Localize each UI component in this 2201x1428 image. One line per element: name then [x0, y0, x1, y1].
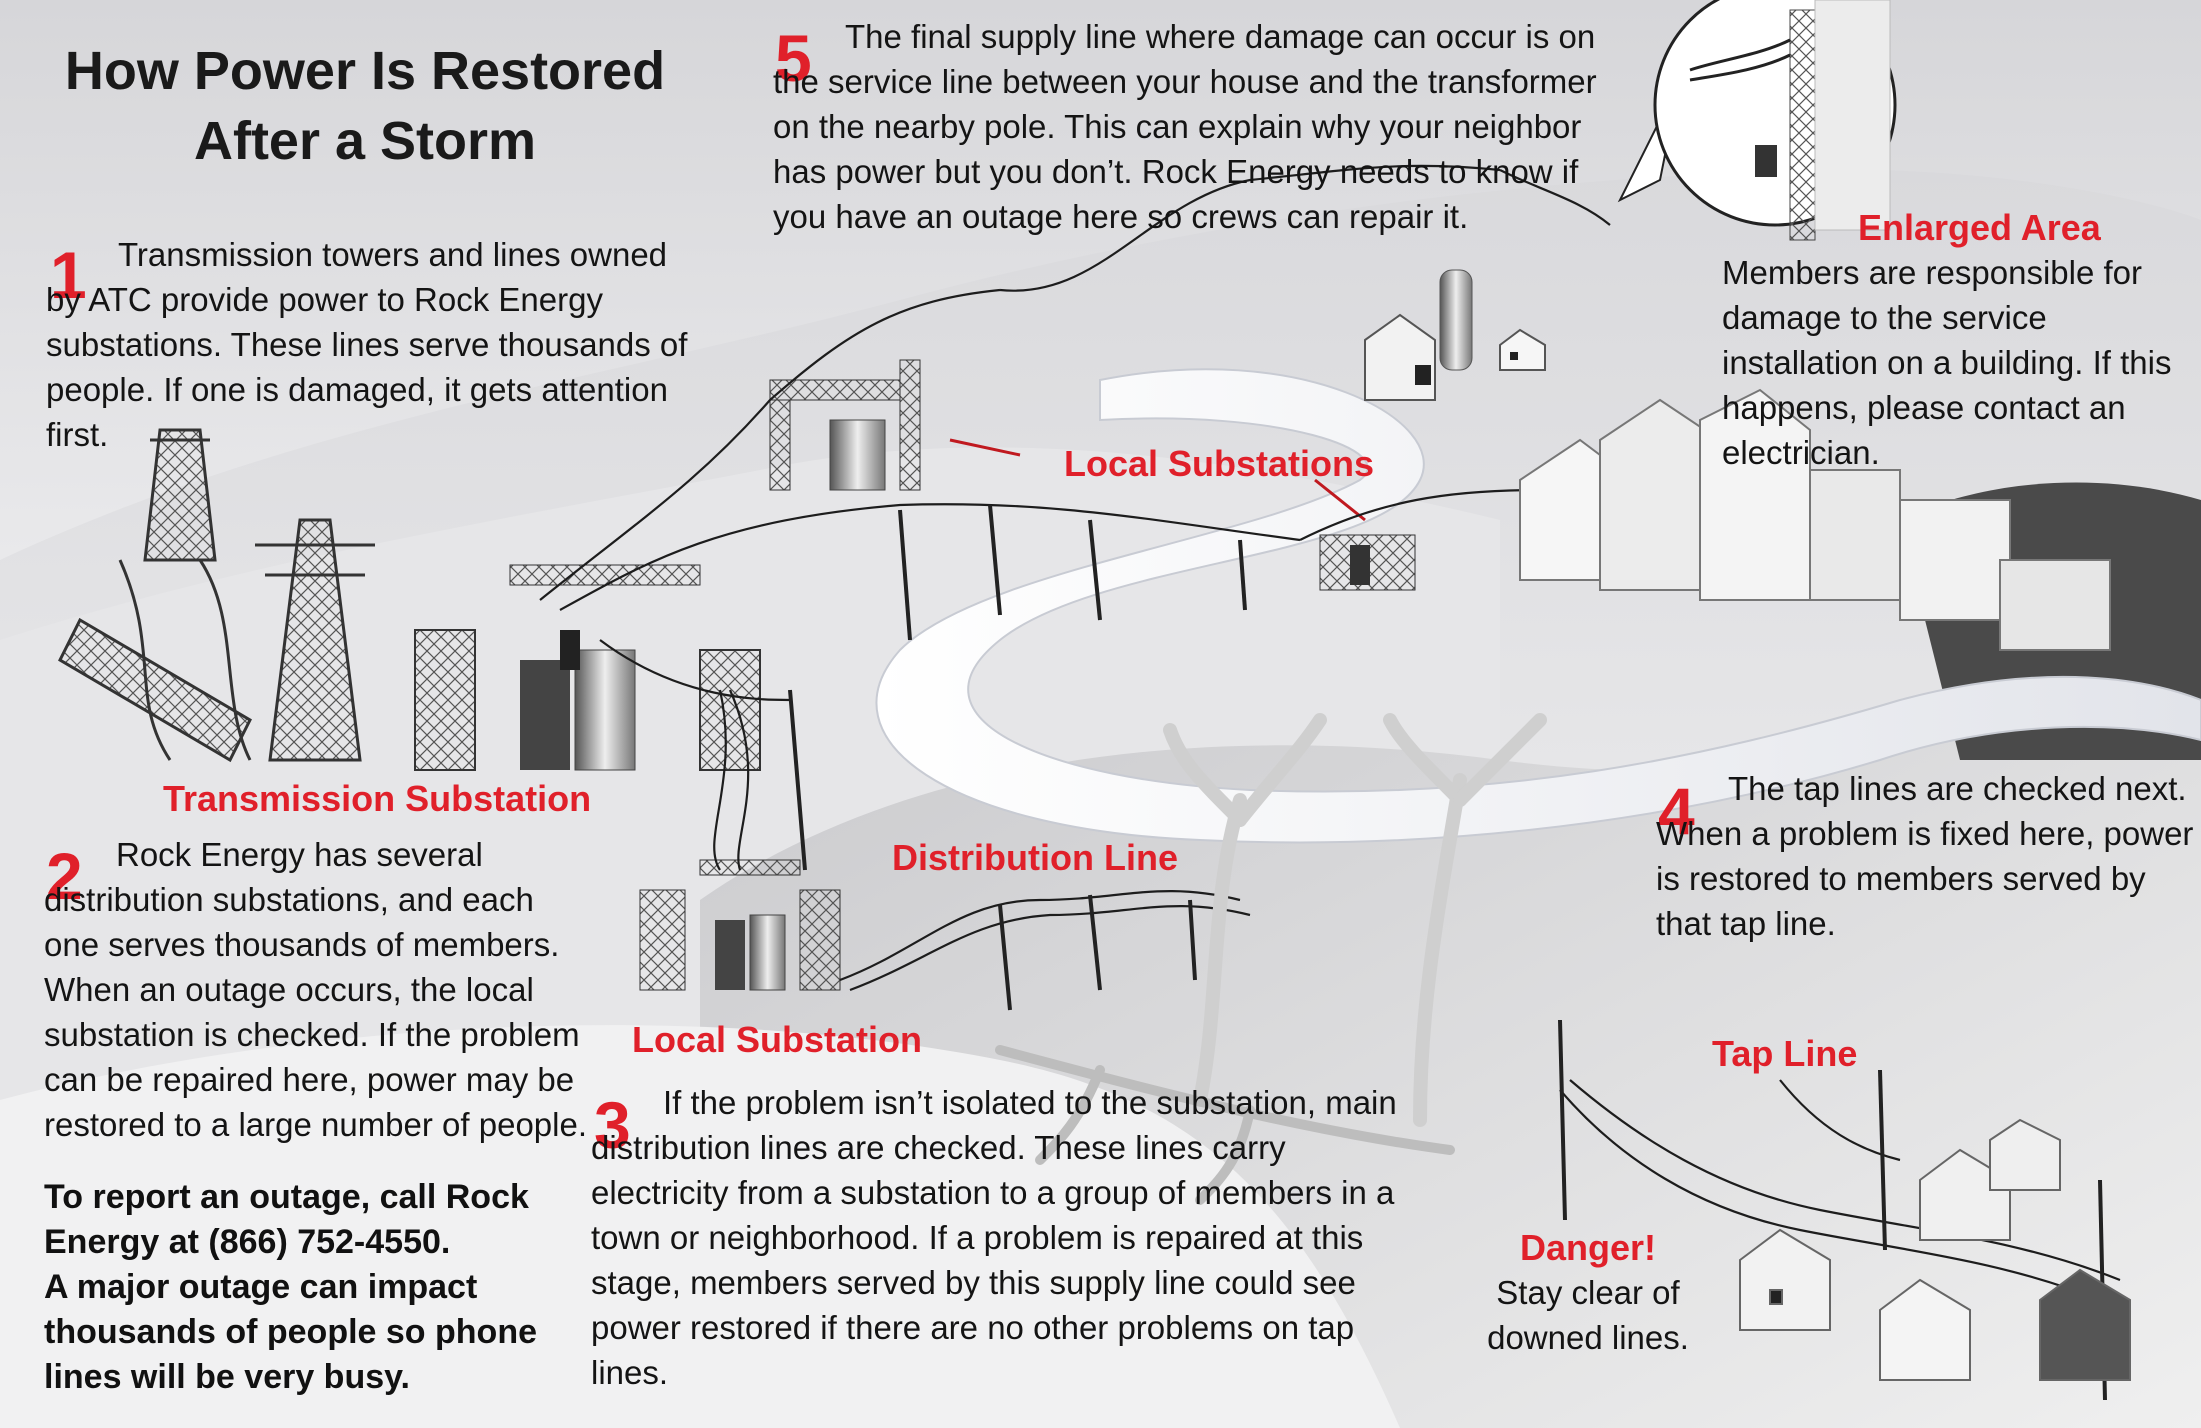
report-outage-note: To report an outage, call Rock Energy at…	[44, 1175, 604, 1400]
step-2-text: Rock Energy has several distribution sub…	[44, 836, 588, 1143]
label-local-substations: Local Substations	[1064, 443, 1375, 484]
label-tap-line: Tap Line	[1712, 1033, 1858, 1074]
step-2-number: 2	[46, 839, 83, 913]
transmission-substation-graphic	[414, 564, 761, 771]
label-danger: Danger!	[1519, 1227, 1657, 1268]
farm-buildings	[1364, 269, 1546, 401]
report-line-1: To report an outage, call Rock Energy at…	[44, 1178, 529, 1261]
page-title: How Power Is Restored After a Storm	[40, 36, 690, 176]
local-substation-bottom-graphic	[639, 859, 841, 991]
label-transmission-substation: Transmission Substation	[163, 778, 592, 819]
bare-trees	[1163, 713, 1547, 1127]
step-4-text: The tap lines are checked next. When a p…	[1656, 770, 2194, 942]
label-distribution-line: Distribution Line	[892, 837, 1178, 878]
road	[875, 368, 2201, 844]
page-title-line2: After a Storm	[193, 111, 537, 171]
step-4-number: 4	[1658, 774, 1695, 848]
step-5-number: 5	[775, 21, 812, 95]
label-local-substation: Local Substation	[632, 1019, 923, 1060]
danger-text: Stay clear of downed lines.	[1487, 1274, 1689, 1356]
local-substation-right-graphic	[1314, 478, 1416, 591]
report-line-2: A major outage can impact thousands of p…	[44, 1268, 537, 1396]
fallen-tree	[995, 1045, 1455, 1205]
enlarged-area-graphic	[1617, 0, 1897, 241]
page-title-line1: How Power Is Restored	[64, 41, 666, 101]
neighborhood-houses	[1739, 1118, 2131, 1381]
power-lines	[539, 164, 2121, 1302]
local-substation-top-graphic	[769, 359, 1021, 491]
step-1-text: Transmission towers and lines owned by A…	[46, 236, 688, 453]
enlarged-area-text: Members are responsible for damage to th…	[1722, 254, 2172, 471]
step-5-text: The final supply line where damage can o…	[773, 18, 1597, 235]
transmission-towers	[58, 428, 375, 763]
step-3-number: 3	[594, 1088, 631, 1162]
step-1-number: 1	[50, 238, 87, 312]
label-enlarged-area: Enlarged Area	[1858, 207, 2101, 248]
town-buildings	[1519, 388, 2111, 651]
step-3-text: If the problem isn’t isolated to the sub…	[591, 1084, 1397, 1391]
